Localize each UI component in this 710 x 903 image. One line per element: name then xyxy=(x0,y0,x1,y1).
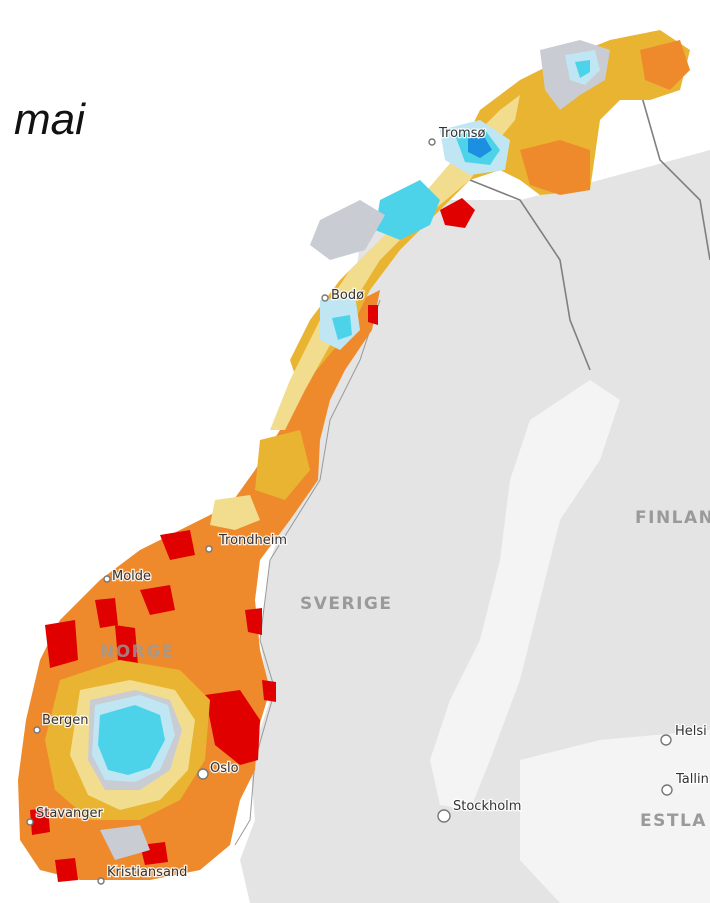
trondheim-red xyxy=(160,530,195,560)
city-label-kristiansand: Kristiansand xyxy=(107,865,187,880)
country-label-estonia: ESTLA xyxy=(640,811,707,831)
city-dot-bergen xyxy=(33,726,41,734)
map-title: mai xyxy=(14,95,85,144)
city-dot-tallinn xyxy=(661,784,673,796)
west-red-3 xyxy=(115,625,138,665)
south-coast-red-2 xyxy=(55,858,78,882)
south-coast-gray xyxy=(100,825,150,860)
west-red-4 xyxy=(245,608,262,635)
border-sweden-finland xyxy=(639,89,710,261)
bodo-red xyxy=(368,305,378,325)
border-norway-sweden xyxy=(469,179,591,371)
city-label-trondheim: Trondheim xyxy=(218,533,287,548)
finnmark-orange-ne xyxy=(640,40,690,90)
city-dot-kristiansand xyxy=(97,877,105,885)
norway-coastal-lightyellow xyxy=(270,95,520,430)
border-norway-sweden-south xyxy=(234,299,381,846)
west-red-2 xyxy=(45,620,78,668)
north-cyan-patch-2 xyxy=(575,60,590,78)
south-cyan xyxy=(98,705,165,775)
molde-red xyxy=(140,585,175,615)
troms-red-patch xyxy=(440,198,475,228)
country-label-norway: NORGE xyxy=(100,642,175,662)
east-red-small xyxy=(262,680,276,702)
water-baltic xyxy=(520,740,710,903)
south-coast-red-1 xyxy=(30,808,50,835)
trondelag-yellow xyxy=(210,495,260,530)
coast-cyan-patch xyxy=(375,180,440,240)
city-dot-stockholm xyxy=(437,809,451,823)
finnmark-orange xyxy=(520,140,590,195)
tromso-blue xyxy=(468,138,492,158)
city-label-oslo: Oslo xyxy=(210,761,239,776)
city-dot-tromso xyxy=(428,138,436,146)
city-dot-oslo xyxy=(197,768,209,780)
city-dot-molde xyxy=(103,575,111,583)
helgeland-yellow xyxy=(255,430,310,500)
bodo-cyan xyxy=(332,315,352,340)
country-label-finland: FINLAN xyxy=(635,508,710,528)
city-dot-bodo xyxy=(321,294,329,302)
city-label-molde: Molde xyxy=(112,569,151,584)
country-label-sweden: SVERIGE xyxy=(300,594,393,614)
west-red-1 xyxy=(95,598,118,628)
city-label-helsinki: Helsi xyxy=(675,724,707,739)
east-red-large xyxy=(205,690,260,765)
norway-north-yellow xyxy=(290,30,690,390)
city-dot-stavanger xyxy=(26,818,34,826)
norway-anomaly-layer xyxy=(18,30,690,882)
city-dot-trondheim xyxy=(205,545,213,553)
coast-gray-patch xyxy=(310,200,385,260)
city-label-stavanger: Stavanger xyxy=(36,806,103,821)
city-dot-helsinki xyxy=(660,734,672,746)
city-label-bodo: Bodø xyxy=(331,288,364,303)
water-gulf-of-bothnia xyxy=(430,380,620,810)
water-gulf-of-finland xyxy=(600,730,710,780)
city-label-bergen: Bergen xyxy=(42,713,89,728)
city-label-tromso: Tromsø xyxy=(438,126,485,141)
city-label-stockholm: Stockholm xyxy=(453,799,521,814)
city-label-tallinn: Tallin xyxy=(675,772,709,787)
